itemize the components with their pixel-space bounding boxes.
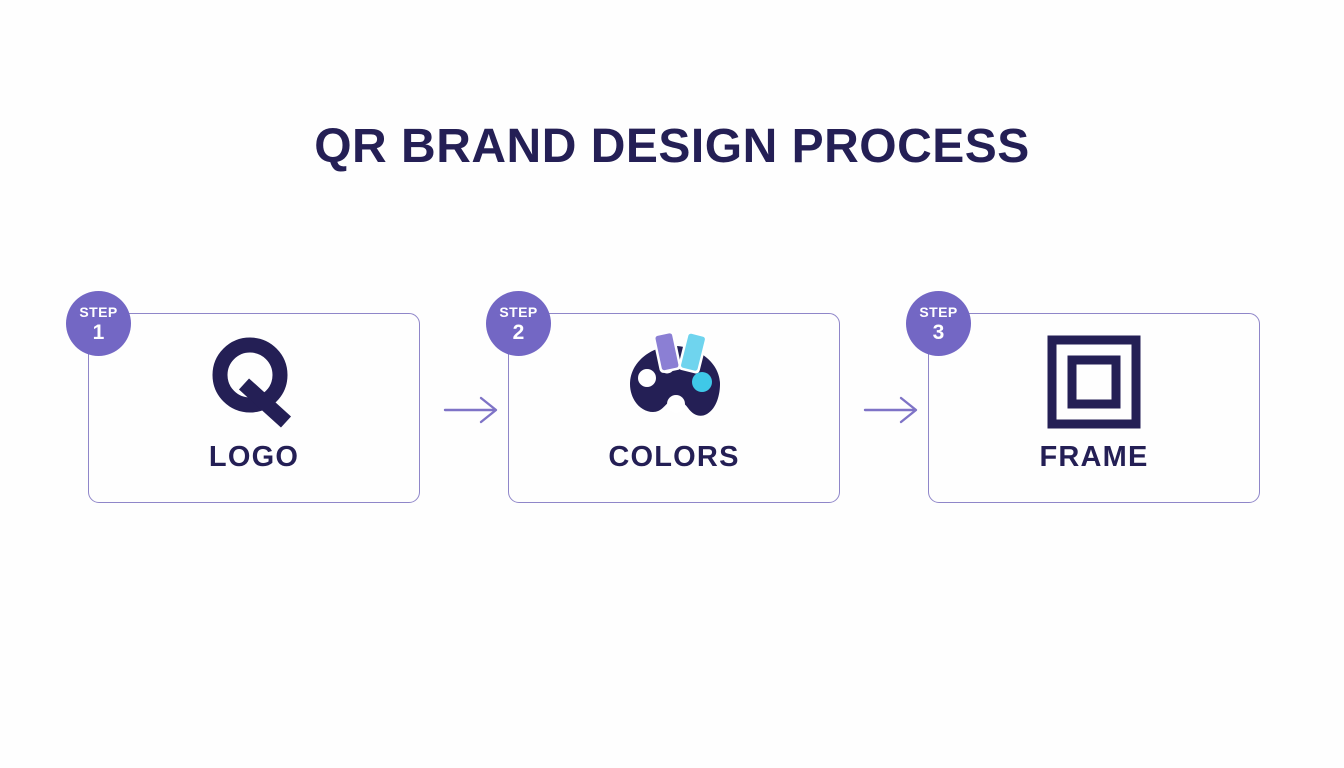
step-badge-number-2: 2 xyxy=(512,320,525,344)
step-card-2 xyxy=(508,313,840,503)
arrow-right-2 xyxy=(863,393,925,427)
step-label-colors: COLORS xyxy=(608,441,740,473)
step-label-logo: LOGO xyxy=(208,441,300,473)
step-badge-1: STEP 1 xyxy=(66,291,131,356)
step-label-frame: FRAME xyxy=(1039,441,1149,473)
step-card-1 xyxy=(88,313,420,503)
paint-palette-icon xyxy=(630,330,720,416)
letter-q-logo-icon xyxy=(212,337,292,428)
page-title: QR BRAND DESIGN PROCESS xyxy=(314,120,1030,173)
step-badge-word-1: STEP xyxy=(79,303,118,320)
step-card-3 xyxy=(928,313,1260,503)
step-badge-word-2: STEP xyxy=(499,303,538,320)
step-badge-2: STEP 2 xyxy=(486,291,551,356)
arrow-right-1 xyxy=(443,393,505,427)
step-badge-word-3: STEP xyxy=(919,303,958,320)
process-step-logo[interactable]: STEP 1 LOGO xyxy=(66,291,420,503)
step-badge-3: STEP 3 xyxy=(906,291,971,356)
arrow-right-icon xyxy=(443,396,498,424)
process-step-colors[interactable]: STEP 2 xyxy=(486,291,840,503)
process-step-frame[interactable]: STEP 3 FRAME xyxy=(906,291,1260,503)
arrow-right-icon xyxy=(863,396,918,424)
process-flow: STEP 1 LOGO xyxy=(66,291,1260,503)
step-badge-number-1: 1 xyxy=(92,320,105,344)
step-icon-area-3 xyxy=(928,329,1260,435)
square-frame-icon xyxy=(1047,335,1141,429)
step-icon-area-1 xyxy=(88,329,420,435)
step-badge-number-3: 3 xyxy=(932,320,945,344)
step-icon-area-2 xyxy=(508,329,840,435)
